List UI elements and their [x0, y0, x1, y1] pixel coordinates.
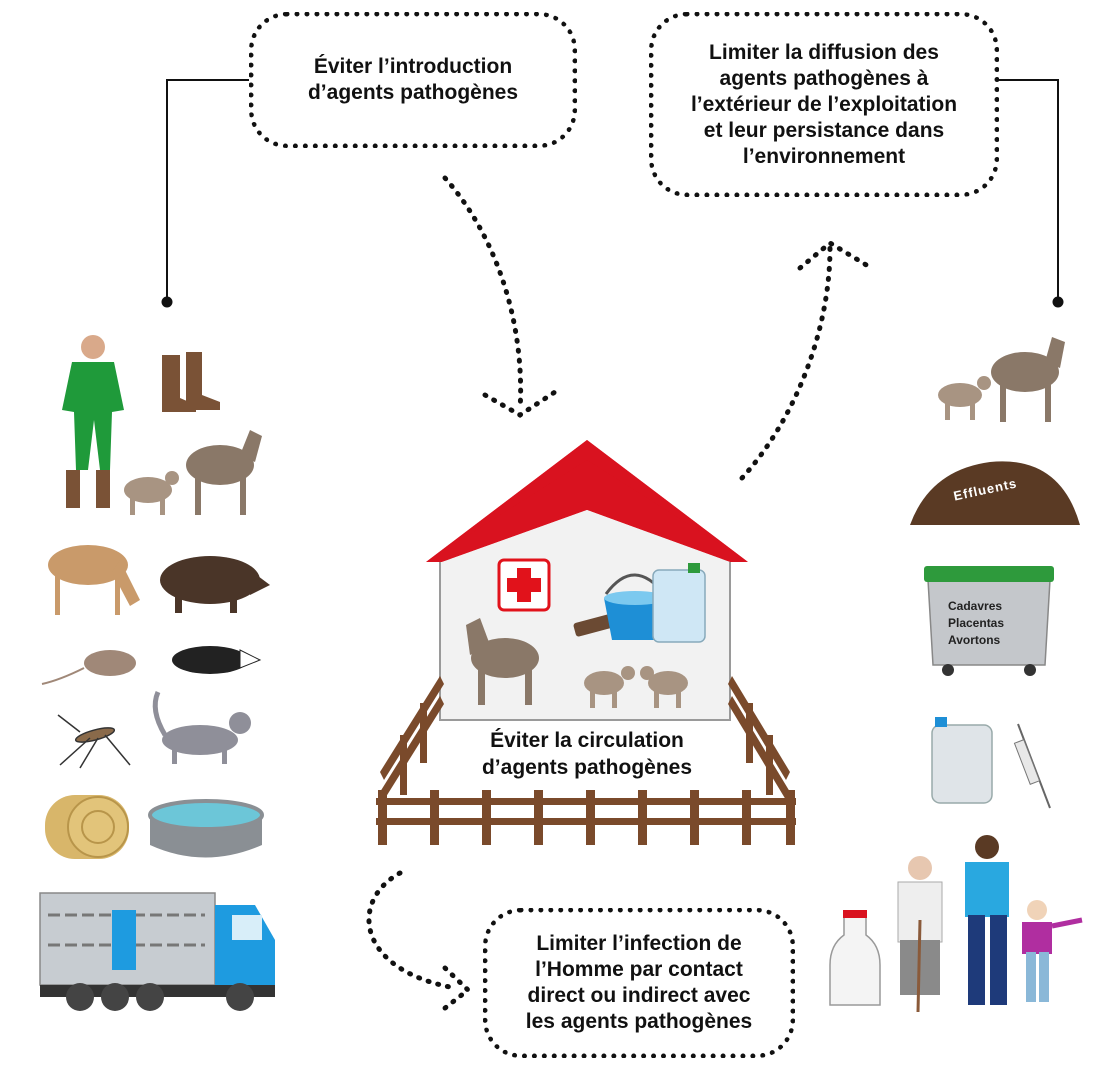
bubble-introduction-text: Éviter l’introduction d’agents pathogène…	[307, 55, 519, 104]
goat-adult-icon	[991, 337, 1065, 422]
boots-icon	[162, 352, 220, 412]
manure-pile-icon	[910, 461, 1080, 525]
hay-bale-icon	[45, 795, 129, 859]
bubble-infection: Limiter l’infection de l’Homme par conta…	[483, 908, 795, 1058]
first-aid-icon	[497, 558, 551, 612]
arrow-infection	[366, 870, 472, 1015]
goat-adult-icon	[466, 618, 539, 705]
roof	[426, 440, 748, 562]
bin-label-line: Placentas	[948, 616, 1005, 630]
bubble-infection-text: Limiter l’infection de l’Homme par conta…	[525, 932, 753, 1033]
syringe-icon	[1013, 723, 1051, 809]
bubble-diffusion: Limiter la diffusion des agents pathogèn…	[649, 12, 999, 197]
goat-kid-icon	[124, 471, 179, 515]
bucket-icon	[604, 573, 666, 640]
goat-kid-icon	[938, 376, 991, 420]
cat-icon	[152, 690, 251, 764]
man-icon	[965, 835, 1009, 1005]
bubble-introduction: Éviter l’introduction d’agents pathogène…	[249, 12, 577, 148]
arrow-diffusion	[739, 239, 871, 481]
deer-icon	[48, 545, 140, 615]
bubble-diffusion-text: Limiter la diffusion des agents pathogèn…	[690, 40, 958, 168]
goat-kid-icon	[584, 666, 635, 708]
livestock-truck-icon	[39, 892, 275, 1011]
badger-icon	[172, 646, 262, 674]
goat-adult-icon	[186, 430, 262, 515]
bin-label: Cadavres Placentas Avortons	[948, 598, 1004, 649]
connector-left	[161, 79, 249, 308]
child-icon	[1022, 900, 1083, 1002]
wild-boar-icon	[160, 556, 270, 613]
mosquito-icon	[57, 714, 131, 769]
bin-label-line: Cadavres	[948, 599, 1003, 613]
bin-label-line: Avortons	[948, 633, 1001, 647]
farm-building	[426, 440, 748, 721]
arrow-introduction	[442, 175, 558, 418]
center-label: Éviter la circulation d’agents pathogène…	[481, 729, 693, 779]
jerrycan-icon	[652, 563, 706, 643]
elderly-woman-icon	[897, 856, 943, 1013]
milk-bottle-icon	[829, 910, 881, 1006]
brush-icon	[573, 613, 617, 637]
jerrycan-icon	[931, 717, 993, 804]
rendering-bin-icon	[924, 566, 1054, 676]
connector-right	[999, 79, 1064, 308]
water-trough-icon	[148, 799, 264, 858]
goat-kid-icon	[640, 666, 688, 708]
fence	[376, 676, 796, 845]
farmer-icon	[62, 335, 124, 508]
rat-icon	[41, 650, 136, 685]
